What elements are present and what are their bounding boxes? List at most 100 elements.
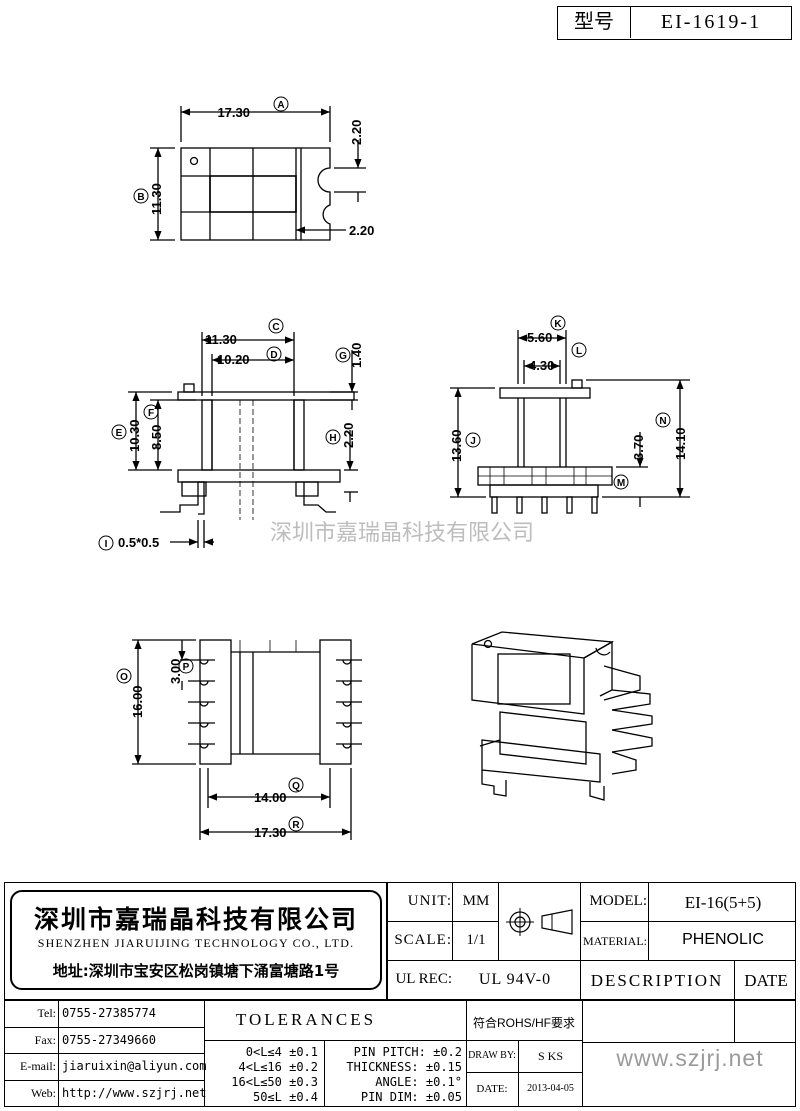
projection-symbol-icon	[506, 908, 573, 936]
tag-f-circle	[143, 404, 159, 420]
date-value: 2013-04-05	[527, 1083, 574, 1094]
tag-j: J	[470, 436, 476, 447]
tag-g: G	[339, 351, 347, 362]
tag-i: I	[105, 539, 108, 550]
dim-j-value: 13.60	[449, 429, 464, 462]
unit-value: MM	[462, 893, 490, 909]
revision-column-divider	[734, 1000, 735, 1042]
tag-p-circle	[178, 658, 194, 674]
side-view	[450, 330, 690, 514]
dim-f-value: 8.50	[149, 425, 164, 450]
tag-m: M	[617, 478, 625, 489]
tag-q-circle	[288, 777, 304, 793]
tag-c: C	[272, 322, 279, 333]
material-label: MATERIAL:	[583, 934, 647, 948]
isometric-view	[471, 631, 653, 801]
dim-slot-top-value: 2.20	[349, 120, 364, 145]
watermark-text: 深圳市嘉瑞晶科技有限公司	[270, 520, 534, 545]
tag-a: A	[277, 100, 284, 111]
tag-h: H	[329, 433, 336, 444]
tag-o-circle	[116, 668, 132, 684]
tag-m-circle	[613, 474, 629, 490]
dim-slot-bottom-value: 2.20	[349, 223, 374, 238]
description-header: DESCRIPTION	[590, 971, 724, 990]
tag-d-circle	[266, 346, 282, 362]
email-value[interactable]: jiaruixin@aliyun.com	[62, 1059, 207, 1073]
scale-value: 1/1	[466, 932, 486, 948]
tag-f: F	[148, 408, 154, 419]
tag-j-circle	[465, 432, 481, 448]
tag-b-circle	[133, 188, 149, 204]
tolerance-range-4: 50≤L ±0.4	[252, 1090, 318, 1104]
company-name-en: SHENZHEN JIARUIJING TECHNOLOGY CO., LTD.	[37, 936, 355, 950]
web-label: Web:	[30, 1086, 56, 1100]
technical-drawing: 深圳市嘉瑞晶科技有限公司 17.30 A B 11.30 2.20 2.20	[98, 96, 690, 840]
dim-i-value: 0.5*0.5	[118, 535, 159, 550]
tel-label: Tel:	[37, 1006, 57, 1020]
tag-a-circle	[273, 96, 289, 112]
dim-c-value: 11.30	[205, 332, 237, 347]
fax-value: 0755-27349660	[62, 1033, 156, 1047]
title-block	[4, 882, 796, 1107]
dim-p-value: 3.00	[168, 659, 183, 684]
web-value[interactable]: http://www.szjrj.net	[62, 1086, 207, 1100]
model-label: MODEL:	[589, 893, 648, 909]
compliance-text: 符合ROHS/HF要求	[472, 1016, 575, 1030]
dim-n-value: 14.10	[673, 427, 688, 460]
tag-h-circle	[325, 429, 341, 445]
dim-q-value: 14.00	[254, 790, 287, 805]
spec-grid	[386, 882, 796, 999]
dim-g-value: 1.40	[349, 343, 364, 368]
tag-e-circle	[111, 424, 127, 440]
model-header-value: EI-1619-1	[660, 11, 762, 33]
tag-c-circle	[268, 318, 284, 334]
tag-k: K	[554, 319, 562, 330]
tolerance-range-1: 0<L≤4 ±0.1	[245, 1045, 318, 1059]
model-value: EI-16(5+5)	[684, 893, 762, 912]
tel-value: 0755-27385774	[62, 1006, 156, 1020]
dim-b-value: 11.30	[149, 183, 164, 215]
tolerance-feature-1: PIN PITCH: ±0.2	[353, 1045, 462, 1059]
tag-n-circle	[655, 412, 671, 428]
dim-l-value: 4.30	[529, 358, 554, 373]
tag-l: L	[576, 346, 582, 357]
date-header: DATE	[744, 971, 788, 990]
tolerance-feature-3: ANGLE: ±0.1°	[375, 1075, 462, 1089]
website-text[interactable]: www.szjrj.net	[616, 1045, 764, 1071]
dim-m-value: 3.70	[631, 435, 646, 460]
model-header-label: 型号	[558, 7, 631, 38]
company-name-cn: 深圳市嘉瑞晶科技有限公司	[33, 905, 358, 934]
ulrec-label: UL REC:	[395, 971, 452, 987]
tolerance-feature-4: PIN DIM: ±0.05	[360, 1090, 462, 1104]
unit-label: UNIT:	[407, 893, 452, 909]
lower-divider	[4, 999, 796, 1001]
company-address: 地址:深圳市宝安区松岗镇塘下涌富塘路1号	[52, 962, 340, 980]
fax-label: Fax:	[34, 1033, 56, 1047]
material-value: PHENOLIC	[682, 931, 764, 948]
tag-g-circle	[335, 347, 351, 363]
draw-by-label: DRAW BY:	[468, 1050, 516, 1061]
dim-a-value: 17.30	[217, 105, 250, 120]
tag-q: Q	[292, 781, 300, 792]
dim-o-value: 16.00	[130, 685, 145, 718]
contacts-grid	[4, 1000, 205, 1107]
tag-k-circle	[550, 315, 566, 331]
approval-grid	[466, 1000, 583, 1107]
date-label: DATE:	[476, 1083, 508, 1095]
email-label: E-mail:	[20, 1059, 56, 1073]
dim-k-value: 5.60	[527, 330, 552, 345]
tag-d: D	[270, 350, 277, 361]
tag-e: E	[116, 428, 123, 439]
tag-r-circle	[288, 816, 304, 832]
tag-o: O	[120, 672, 128, 683]
tag-b: B	[137, 192, 144, 203]
company-box: 深圳市嘉瑞晶科技有限公司 SHENZHEN JIARUIJING TECHNOL…	[10, 890, 382, 990]
model-header: 型号 EI-1619-1	[557, 6, 792, 40]
tag-l-circle	[571, 342, 587, 358]
tolerance-range-3: 16<L≤50 ±0.3	[231, 1075, 318, 1089]
ulrec-value: UL 94V-0	[478, 971, 552, 988]
tolerance-range-2: 4<L≤16 ±0.2	[238, 1060, 318, 1074]
bottom-view	[132, 639, 362, 840]
dim-d-value: 10.20	[217, 352, 250, 367]
top-view	[150, 106, 366, 241]
